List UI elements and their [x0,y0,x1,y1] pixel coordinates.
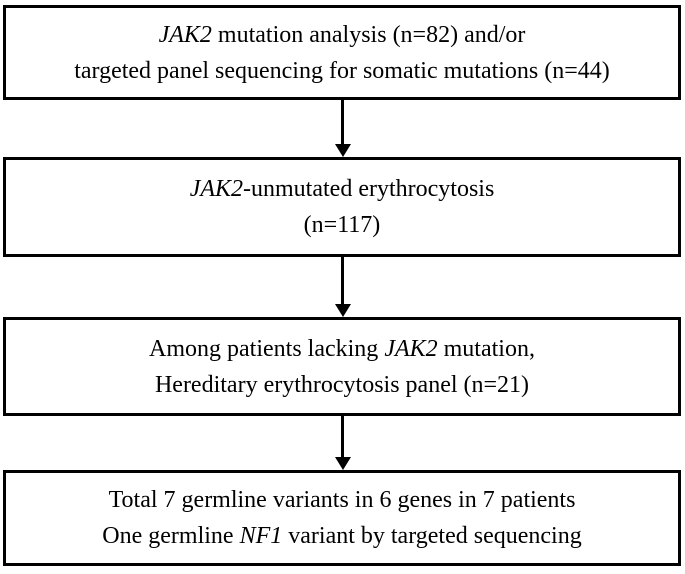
arrow-head-icon [334,144,351,157]
box-text-line: Hereditary erythrocytosis panel (n=21) [155,367,529,403]
arrow-line [341,100,344,144]
text-segment: Total 7 germline variants in 6 genes in … [108,487,576,513]
text-segment: variant by targeted sequencing [282,523,582,549]
gene-name-nf1: NF1 [239,523,283,549]
flow-arrow-down-2 [334,257,351,317]
flow-box-hereditary-panel: Among patients lacking JAK2 mutation, He… [3,317,681,416]
text-segment: -unmutated erythrocytosis [243,176,495,202]
box-text-line: JAK2 mutation analysis (n=82) and/or [159,17,526,53]
arrow-line [341,257,344,304]
text-segment: (n=117) [303,212,381,238]
text-segment: mutation, [437,335,535,362]
flow-box-results: Total 7 germline variants in 6 genes in … [3,470,681,566]
gene-name-jak2: JAK2 [158,21,212,48]
arrow-line [341,416,344,457]
text-segment: Among patients lacking [149,335,385,362]
flow-box-jak2-unmutated: JAK2-unmutated erythrocytosis (n=117) [3,157,681,257]
box-text-line: JAK2-unmutated erythrocytosis [190,171,495,207]
box-text-line: targeted panel sequencing for somatic mu… [74,53,610,89]
gene-name-jak2: JAK2 [384,335,438,362]
arrow-head-icon [334,457,351,470]
box-text-line: Total 7 germline variants in 6 genes in … [109,482,576,518]
flow-box-jak2-analysis: JAK2 mutation analysis (n=82) and/or tar… [3,5,681,100]
box-text-line: (n=117) [304,207,381,243]
text-segment: targeted panel sequencing for somatic mu… [74,57,610,84]
flow-arrow-down-1 [334,100,351,157]
flow-arrow-down-3 [334,416,351,470]
box-text-line: One germline NF1 variant by targeted seq… [102,518,581,554]
arrow-head-icon [334,304,351,317]
text-segment: Hereditary erythrocytosis panel (n=21) [154,371,530,398]
text-segment: One germline [102,523,240,549]
gene-name-jak2: JAK2 [189,176,244,202]
text-segment: mutation analysis (n=82) and/or [211,21,526,48]
box-text-line: Among patients lacking JAK2 mutation, [149,331,535,367]
